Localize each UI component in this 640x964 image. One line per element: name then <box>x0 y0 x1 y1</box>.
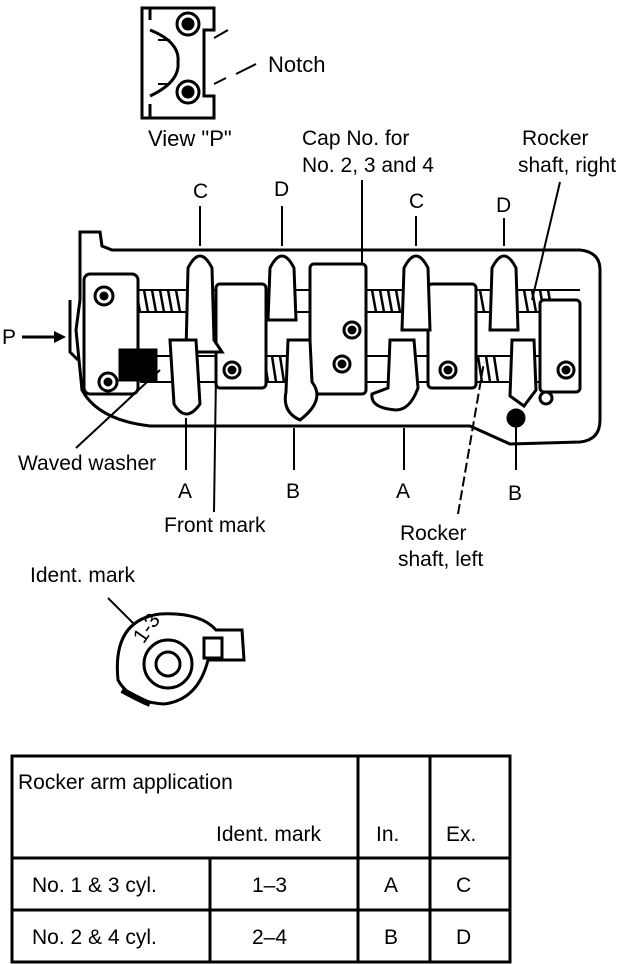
table-header-ident: Ident. mark <box>216 823 322 846</box>
table-row-2-ident: 2–4 <box>252 926 287 949</box>
front-mark-leader <box>213 373 217 513</box>
rocker-shaft-right-label-line1: Rocker <box>522 127 589 150</box>
view-p-label: View "P" <box>148 126 232 151</box>
arm-letter-bottom-4: B <box>508 482 522 505</box>
arm-letter-bottom-1: A <box>178 480 192 503</box>
view-p-inset <box>140 6 229 120</box>
notch-leader <box>235 63 257 75</box>
table-header-in: In. <box>376 823 399 846</box>
table-title: Rocker arm application <box>18 771 233 794</box>
cap-bolts <box>93 285 576 428</box>
table-header-ex: Ex. <box>446 823 476 846</box>
arm-letter-top-1: C <box>193 180 208 203</box>
table-row-1-ident: 1–3 <box>252 874 287 897</box>
arm-letter-top-4: D <box>496 194 511 217</box>
rocker-shaft-left-label-line2: shaft, left <box>398 548 483 571</box>
ident-rocker-arm-drawing <box>115 612 246 707</box>
table-row-2-cyl: No. 2 & 4 cyl. <box>32 926 157 949</box>
arm-letter-bottom-3: A <box>396 480 410 503</box>
p-arrow-icon <box>22 331 66 343</box>
table-row-1-cyl: No. 1 & 3 cyl. <box>32 874 157 897</box>
arm-letter-top-2: D <box>274 178 289 201</box>
front-mark-label: Front mark <box>164 514 266 537</box>
rocker-arms-upper <box>184 254 520 354</box>
waved-washer-label: Waved washer <box>18 452 156 475</box>
cylinder-head-outline <box>68 230 602 446</box>
table-row-2-ex: D <box>456 926 471 949</box>
table-row-1-in: A <box>384 874 398 897</box>
arm-letter-bottom-2: B <box>286 480 300 503</box>
table-row-1-ex: C <box>456 874 471 897</box>
p-arrow-label: P <box>2 326 16 349</box>
waved-washer-part <box>118 348 158 382</box>
rocker-arms-lower <box>168 338 538 422</box>
rocker-shaft-right-label-line2: shaft, right <box>518 154 616 177</box>
rocker-shaft-left-label-line1: Rocker <box>400 522 467 545</box>
cap-no-label-line2: No. 2, 3 and 4 <box>302 154 434 177</box>
ident-mark-label: Ident. mark <box>30 564 136 587</box>
arm-letter-top-3: C <box>409 190 424 213</box>
cap-no-label-line1: Cap No. for <box>302 127 409 150</box>
rocker-shaft-left-leader <box>457 361 485 515</box>
arm-pointer-lines <box>185 206 517 470</box>
rocker-arm-application-table <box>10 754 512 964</box>
waved-washer-leader <box>75 369 161 449</box>
notch-label: Notch <box>268 52 325 77</box>
table-row-2-in: B <box>384 926 398 949</box>
rocker-right-leader <box>531 181 561 301</box>
